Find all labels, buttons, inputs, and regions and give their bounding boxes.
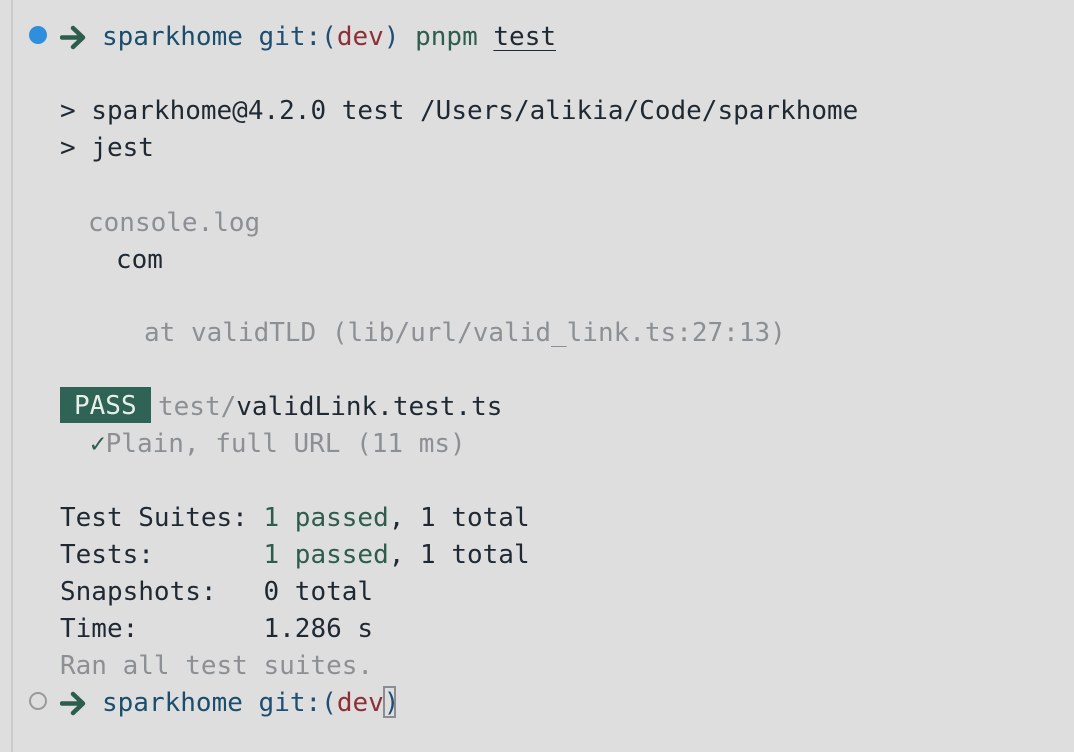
console-log-location[interactable]: at validTLD (lib/url/valid_link.ts:27:13… [144,318,786,348]
prompt-line-2[interactable]: sparkhome git:(dev) [102,685,399,722]
command-status-empty-dot-icon[interactable] [29,692,47,710]
test-file-name: validLink.test.ts [236,392,503,422]
summary-time: Time: 1.286 s [60,611,373,648]
test-case-line: ✓Plain, full URL (11 ms) [90,426,466,463]
test-pass-check-icon: ✓ [90,429,106,459]
script-line-1: > sparkhome@4.2.0 test /Users/alikia/Cod… [60,96,859,126]
prompt-line-1: sparkhome git:(dev) pnpm test [102,19,556,56]
prompt-arrow-icon [60,691,86,716]
prompt-directory: sparkhome [102,22,243,52]
prompt-git-branch: dev [336,688,384,718]
prompt-command-argument[interactable]: test [493,22,557,52]
prompt-git-suffix: ) [383,22,400,52]
summary-time-label: Time: [60,614,264,644]
prompt-git-prefix: git:( [258,22,337,52]
summary-tests: Tests: 1 passed, 1 total [60,537,530,574]
prompt-git-prefix: git:( [258,688,337,718]
summary-test-suites: Test Suites: 1 passed, 1 total [60,500,530,537]
summary-suites-passed: 1 passed [263,503,389,533]
test-file-path[interactable]: test/validLink.test.ts [158,389,502,426]
prompt-git-branch: dev [336,22,384,52]
prompt-command: pnpm [415,22,478,52]
console-log-label: console.log [88,208,261,238]
summary-suites-label: Test Suites: [60,503,264,533]
pass-badge: PASS [60,387,151,423]
terminal-cursor[interactable] [383,686,396,718]
summary-snapshots-value: 0 total [263,577,374,607]
summary-snapshots: Snapshots: 0 total [60,574,373,611]
summary-time-value: 1.286 s [263,614,374,644]
prompt-arrow-icon [60,25,86,50]
summary-tests-passed: 1 passed [263,540,389,570]
summary-suites-total: , 1 total [388,503,530,533]
terminal-gutter-divider [11,0,13,752]
summary-tests-total: , 1 total [388,540,530,570]
summary-tests-label: Tests: [60,540,264,570]
script-line-2: > jest [60,133,154,163]
command-status-dot-icon[interactable] [29,26,47,44]
test-file-directory: test/ [158,392,237,422]
summary-ran-all: Ran all test suites. [60,651,374,681]
summary-snapshots-label: Snapshots: [60,577,264,607]
console-log-value: com [116,245,163,275]
test-case-name: Plain, full URL (11 ms) [105,429,466,459]
prompt-directory: sparkhome [102,688,243,718]
